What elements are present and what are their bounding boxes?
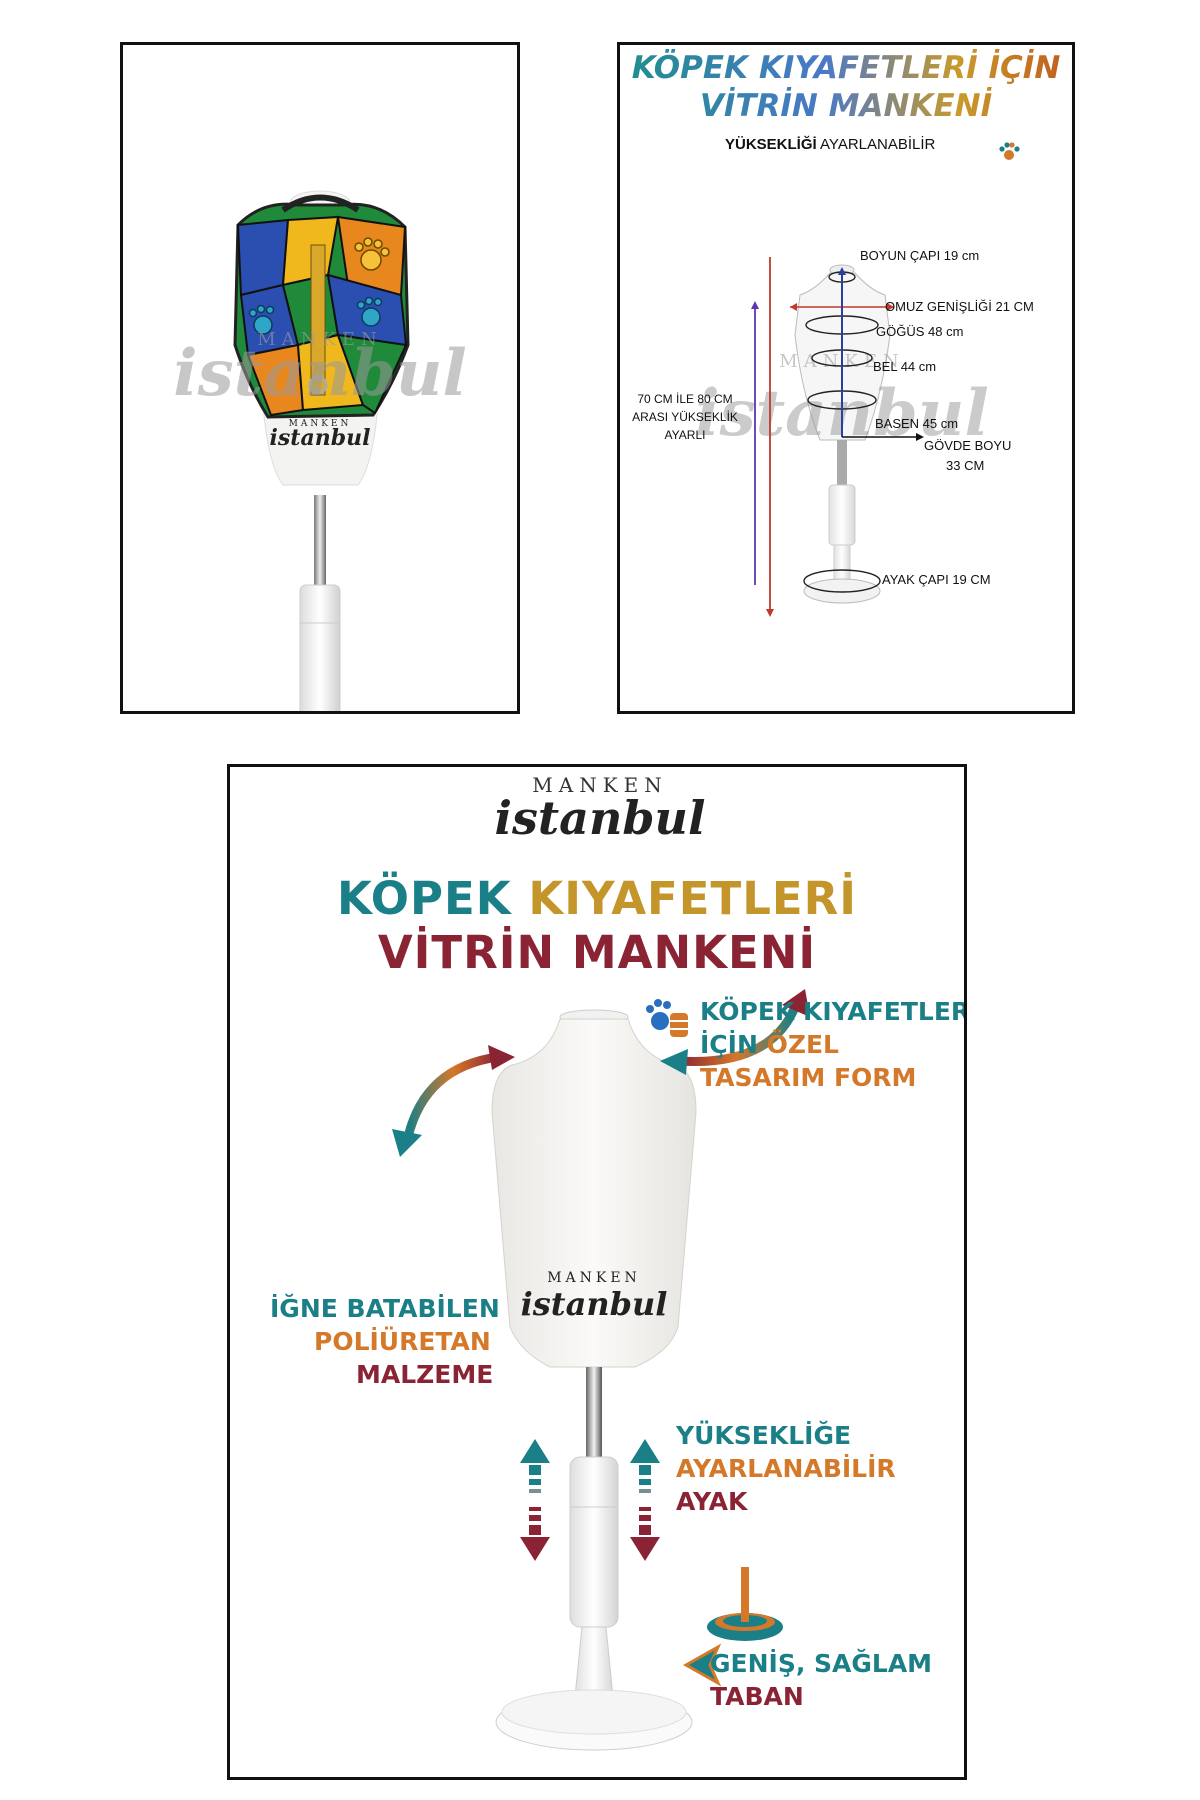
feature-height-line1: YÜKSEKLİĞE xyxy=(676,1421,852,1450)
shoulder-measure: OMUZ GENİŞLİĞİ 21 CM xyxy=(885,299,1034,314)
feature-design-line1: KÖPEK KIYAFETLERİ xyxy=(700,997,967,1026)
height-arrows-right xyxy=(630,1439,660,1561)
feature-base-line2: TABAN xyxy=(710,1682,804,1711)
svg-text:MANKEN: MANKEN xyxy=(257,329,383,350)
subtitle-bold: YÜKSEKLİĞİ xyxy=(725,136,817,153)
height-arrows-left xyxy=(520,1439,550,1561)
dimensions-panel: KÖPEK KIYAFETLERİ İÇİN VİTRİN MANKENİ YÜ… xyxy=(617,42,1075,714)
brand-logo: MANKEN istanbul xyxy=(480,773,720,845)
paw-sweater-icon xyxy=(646,999,688,1037)
height-note-line3: AYARLI xyxy=(664,428,706,442)
product-photo-panel: MANKEN istanbul istanbul MANKEN xyxy=(120,42,520,714)
stand-base-icon xyxy=(707,1567,783,1641)
height-note-line2: ARASI YÜKSEKLİK xyxy=(632,410,738,424)
foot-measure: AYAK ÇAPI 19 CM xyxy=(882,572,991,587)
feature-design-line2: İÇİN ÖZEL xyxy=(700,1030,839,1059)
body-length-measure-label: GÖVDE BOYU xyxy=(924,438,1012,453)
feature-base: GENİŞ, SAĞLAM TABAN xyxy=(710,1647,932,1713)
subtitle-rest: AYARLANABİLİR xyxy=(820,136,936,153)
mannequin-illustration: MANKEN istanbul xyxy=(392,989,810,1751)
svg-text:MANKEN: MANKEN xyxy=(547,1270,641,1286)
feature-material-line1: İĞNE BATABİLEN xyxy=(270,1294,500,1323)
feature-base-line1: GENİŞ, SAĞLAM xyxy=(710,1649,933,1678)
dims-subtitle: YÜKSEKLİĞİ AYARLANABİLİR xyxy=(725,137,935,152)
title-word-kopek: KÖPEK xyxy=(336,872,512,925)
svg-text:MANKEN: MANKEN xyxy=(779,351,905,372)
dims-title-line2: VİTRİN MANKENİ xyxy=(620,87,1072,125)
feature-height-line3: AYAK xyxy=(676,1487,748,1516)
svg-text:MANKEN: MANKEN xyxy=(289,419,352,429)
mannequin-diagram: MANKEN istanbul xyxy=(695,257,989,617)
body-length-measure-value: 33 CM xyxy=(946,458,985,473)
hip-measure: BASEN 45 cm xyxy=(875,416,959,431)
info-title-line2: VİTRİN MANKENİ xyxy=(377,926,817,979)
feature-height-line2: AYARLANABİLİR xyxy=(676,1454,896,1483)
feature-height: YÜKSEKLİĞE AYARLANABİLİR AYAK xyxy=(676,1419,896,1518)
feature-material: İĞNE BATABİLEN POLİÜRETAN MALZEME xyxy=(270,1292,500,1391)
svg-text:istanbul: istanbul xyxy=(521,1285,668,1323)
mannequin-with-vest-image: MANKEN istanbul istanbul MANKEN xyxy=(173,190,467,711)
info-title-line1: KÖPEK KIYAFETLERİ xyxy=(230,873,964,925)
paw-icon xyxy=(999,142,1020,160)
svg-text:istanbul: istanbul xyxy=(270,425,371,451)
title-word-kiyafetleri: KIYAFETLERİ xyxy=(528,872,858,925)
brand-logo-script: istanbul xyxy=(494,791,706,845)
pointer-icon xyxy=(682,1643,722,1687)
double-arrow-icon-right xyxy=(660,989,810,1075)
double-arrow-icon-left xyxy=(392,1045,515,1157)
feature-material-line2: POLİÜRETAN xyxy=(314,1327,491,1356)
neck-measure: BOYUN ÇAPI 19 cm xyxy=(860,248,980,263)
brand-logo-top: MANKEN xyxy=(532,773,668,797)
svg-text:istanbul: istanbul xyxy=(173,336,467,411)
height-note-line1: 70 CM İLE 80 CM xyxy=(637,392,733,406)
waist-measure: BEL 44 cm xyxy=(873,359,937,374)
features-panel: MANKEN istanbul KÖPEK KIYAFETLERİ VİTRİN… xyxy=(227,764,967,1780)
feature-material-line3: MALZEME xyxy=(356,1360,494,1389)
chest-measure: GÖĞÜS 48 cm xyxy=(876,324,964,339)
feature-design: KÖPEK KIYAFETLERİ İÇİN ÖZEL TASARIM FORM xyxy=(700,995,967,1094)
feature-design-line3: TASARIM FORM xyxy=(700,1063,917,1092)
